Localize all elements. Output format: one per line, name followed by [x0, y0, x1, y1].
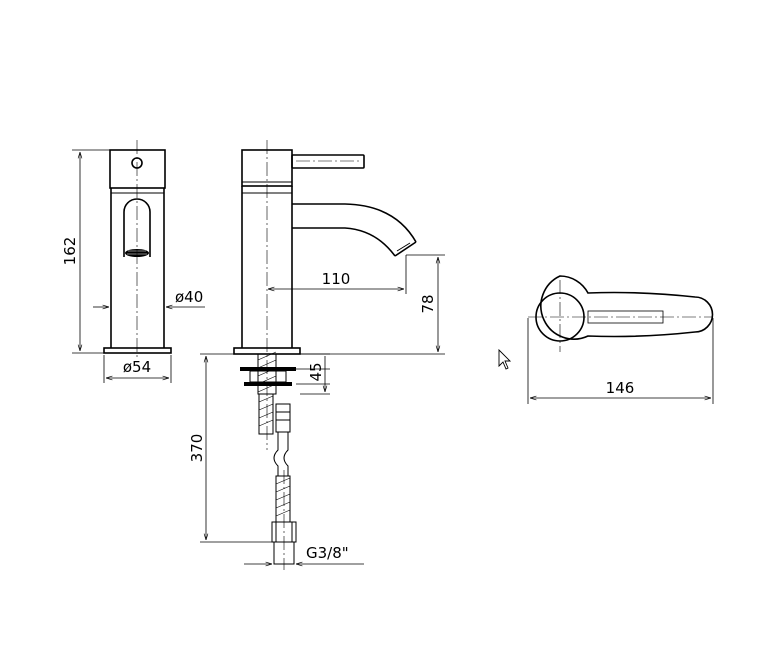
dim-spout-reach-label: 110	[322, 270, 351, 288]
mouse-pointer-icon	[498, 348, 512, 370]
dim-mount-thickness-label: 45	[307, 362, 325, 381]
dim-hose-length-label: 370	[188, 434, 206, 463]
dim-body-diameter-label: ø40	[175, 288, 203, 306]
dim-base-diameter-label: ø54	[123, 358, 151, 376]
dim-height-label: 162	[61, 237, 79, 266]
top-view: 146	[527, 275, 714, 404]
front-view: 162 ø40 ø54	[61, 140, 205, 383]
dim-connection-label: G3/8"	[306, 544, 349, 562]
dim-spout-height-label: 78	[419, 294, 437, 313]
dim-handle-length-label: 146	[606, 379, 635, 397]
side-view: 110 78 45	[188, 140, 445, 570]
